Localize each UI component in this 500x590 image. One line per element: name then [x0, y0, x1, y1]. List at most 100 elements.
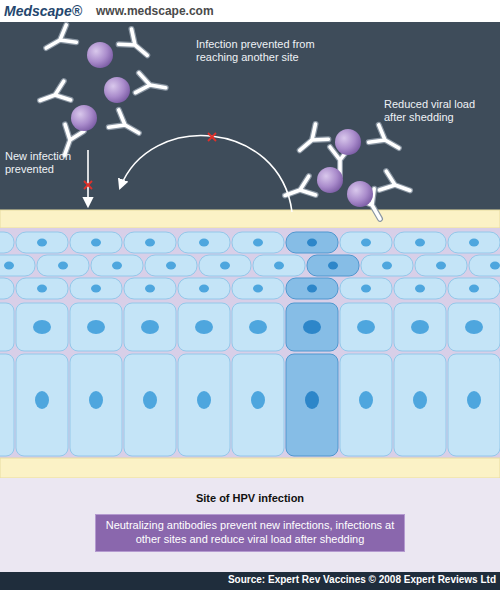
- surface-band: [0, 210, 500, 228]
- lower-ground: [0, 478, 500, 572]
- antibody: [379, 171, 413, 200]
- cell-nucleus: [4, 262, 14, 270]
- infected-cell: [286, 232, 338, 253]
- cell-nucleus: [253, 239, 263, 247]
- cell-nucleus: [33, 320, 51, 334]
- epithelial-cell: [394, 354, 446, 456]
- caption-text: Neutralizing antibodies prevent new infe…: [104, 519, 396, 547]
- cell-nucleus: [197, 391, 211, 409]
- epithelial-cell: [16, 278, 68, 299]
- cell-nucleus: [413, 391, 427, 409]
- cell-nucleus: [359, 391, 373, 409]
- antibody: [37, 81, 71, 110]
- epithelial-cell: [37, 255, 89, 276]
- cell-nucleus: [357, 320, 375, 334]
- epithelial-cell: [178, 303, 230, 351]
- epithelial-cell: [340, 354, 392, 456]
- epithelium-ground: [0, 228, 500, 460]
- cell-nucleus: [37, 239, 47, 247]
- epithelial-cell: [91, 255, 143, 276]
- cell-nucleus: [415, 285, 425, 293]
- entry-arrow: [87, 150, 89, 206]
- cell-nucleus: [143, 391, 157, 409]
- cell-nucleus: [436, 262, 446, 270]
- cell-nucleus: [89, 391, 103, 409]
- callout-label: Infection prevented from reaching anothe…: [196, 38, 316, 64]
- epithelial-cell: [394, 303, 446, 351]
- epithelial-cell: [448, 278, 500, 299]
- epithelial-cell: [340, 232, 392, 253]
- cell-nucleus: [251, 391, 265, 409]
- hpv-virion: [317, 167, 343, 193]
- caption-box: Neutralizing antibodies prevent new infe…: [95, 514, 405, 552]
- hpv-virion: [104, 77, 130, 103]
- spread-arrow: [120, 136, 292, 212]
- header-text: Medscape®: [4, 3, 94, 20]
- epithelial-cell: [0, 232, 14, 253]
- cell-nucleus: [58, 262, 68, 270]
- cell-nucleus: [145, 285, 155, 293]
- cell-nucleus: [467, 391, 481, 409]
- infected-cell: [286, 354, 338, 456]
- epithelial-cell: [232, 354, 284, 456]
- cell-nucleus: [220, 262, 230, 270]
- cell-nucleus: [361, 239, 371, 247]
- cell-nucleus: [87, 320, 105, 334]
- diagram-title: Site of HPV infection: [0, 492, 500, 505]
- hpv-virion: [347, 181, 373, 207]
- cell-nucleus: [465, 320, 483, 334]
- epithelial-cell: [394, 278, 446, 299]
- antibody: [41, 25, 76, 57]
- epithelial-cell: [232, 278, 284, 299]
- epithelial-cell: [448, 303, 500, 351]
- callout-label: New infection prevented: [5, 150, 81, 176]
- cell-nucleus: [199, 285, 209, 293]
- epithelial-cell: [16, 303, 68, 351]
- cell-nucleus: [361, 285, 371, 293]
- cell-nucleus: [253, 285, 263, 293]
- cell-nucleus: [274, 262, 284, 270]
- cell-nucleus: [307, 285, 317, 293]
- infected-cell: [286, 278, 338, 299]
- block-mark: [84, 181, 92, 189]
- cell-nucleus: [469, 285, 479, 293]
- antibody: [135, 73, 167, 98]
- epithelial-cell: [340, 303, 392, 351]
- cell-nucleus: [195, 320, 213, 334]
- source-note: Source: Expert Rev Vaccines © 2008 Exper…: [150, 574, 496, 586]
- infected-cell: [307, 255, 359, 276]
- cell-nucleus: [303, 320, 321, 334]
- epithelial-cell: [361, 255, 413, 276]
- hpv-virion: [71, 105, 97, 131]
- antibody: [109, 110, 144, 142]
- epithelial-cell: [394, 232, 446, 253]
- epithelial-cell: [0, 354, 14, 456]
- cell-nucleus: [469, 239, 479, 247]
- epithelial-cell: [0, 255, 35, 276]
- cell-nucleus: [249, 320, 267, 334]
- epithelial-cell: [70, 303, 122, 351]
- header-bar: [0, 0, 500, 22]
- epithelial-cell: [124, 232, 176, 253]
- lumen-ground: [0, 22, 500, 210]
- header-text: www.medscape.com: [96, 4, 246, 18]
- epithelial-cell: [232, 303, 284, 351]
- antibody: [369, 125, 404, 157]
- epithelial-cell: [178, 232, 230, 253]
- hpv-virion: [87, 42, 113, 68]
- epithelial-cell: [448, 232, 500, 253]
- cell-nucleus: [382, 262, 392, 270]
- epithelial-cell: [0, 278, 14, 299]
- cell-nucleus: [37, 285, 47, 293]
- hpv-virion: [335, 129, 361, 155]
- epithelial-cell: [70, 278, 122, 299]
- cell-nucleus: [199, 239, 209, 247]
- epithelial-cell: [253, 255, 305, 276]
- epithelial-cell: [469, 255, 500, 276]
- epithelial-cell: [415, 255, 467, 276]
- epithelial-cell: [199, 255, 251, 276]
- epithelial-cell: [16, 354, 68, 456]
- epithelial-cell: [178, 354, 230, 456]
- antibody: [293, 124, 328, 158]
